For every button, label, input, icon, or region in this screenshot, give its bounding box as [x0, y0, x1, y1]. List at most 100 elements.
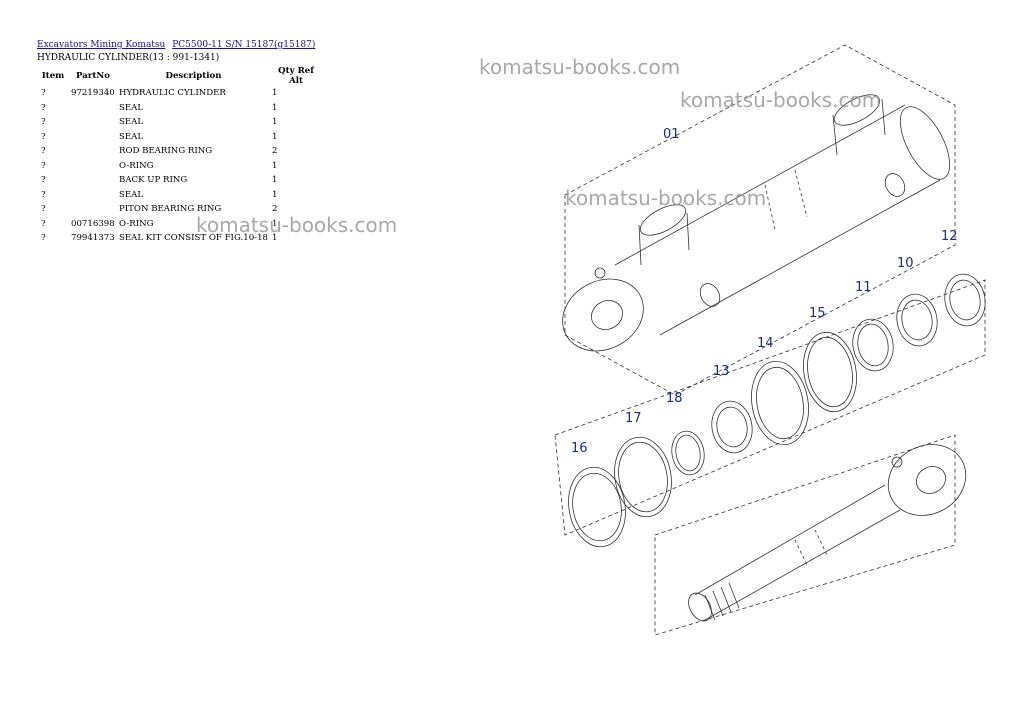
- diagram-label: 01: [663, 127, 680, 142]
- seal-ring-14: [751, 360, 809, 446]
- breadcrumb: Excavators Mining Komatsu PC5500-11 S/N …: [37, 40, 319, 50]
- diagram-label: 14: [757, 336, 774, 351]
- cell-description: SEAL: [119, 102, 144, 113]
- cell-partno: 97219340: [71, 88, 115, 99]
- seal-ring-11-inner: [857, 323, 889, 367]
- parts-table: Item PartNo Description Qty Ref Alt ?972…: [37, 66, 322, 246]
- cell-partno: [69, 130, 117, 145]
- rod-thread-end: [688, 592, 712, 622]
- watermark: komatsu-books.com: [479, 55, 681, 79]
- breadcrumb-link-category[interactable]: Excavators Mining Komatsu: [37, 40, 166, 50]
- cell-description: O-RING: [119, 160, 154, 171]
- diagram-label: 13: [713, 364, 730, 379]
- rod-grease-fitting: [891, 456, 903, 468]
- cell-partno: [69, 188, 117, 203]
- header-qty: Qty Ref Alt: [278, 66, 314, 86]
- table-row: ? O-RING 1: [37, 159, 322, 174]
- seal-ring-15: [803, 331, 857, 413]
- table-row: ? SEAL 1: [37, 115, 322, 130]
- port-boss-rear: [833, 94, 881, 126]
- side-port-front: [699, 283, 721, 307]
- cell-item: ?: [41, 117, 46, 128]
- cell-qty: 1: [272, 175, 278, 186]
- cell-item: ?: [41, 175, 46, 186]
- side-port-rear: [884, 173, 906, 197]
- rod-frame-line: [654, 434, 956, 636]
- cell-qty: 1: [272, 131, 278, 142]
- diagram-label: 18: [666, 391, 683, 406]
- cell-item: ?: [41, 88, 46, 99]
- port-boss-front: [639, 204, 687, 236]
- cell-description: PITON BEARING RING: [119, 204, 222, 215]
- breadcrumb-link-model[interactable]: PC5500-11 S/N 15187(g15187): [172, 40, 316, 50]
- seal-ring-15-inner: [807, 336, 853, 408]
- section-title: HYDRAULIC CYLINDER(13 : 991-1341): [37, 53, 220, 63]
- cell-qty: 1: [272, 102, 278, 113]
- header-description: Description: [165, 71, 222, 81]
- cell-description: SEAL: [119, 131, 144, 142]
- table-row: ? BACK UP RING 1: [37, 173, 322, 188]
- rod-thread: [704, 582, 740, 621]
- cell-description: SEAL KIT CONSIST OF FIG.10-18: [119, 233, 269, 244]
- cell-item: ?: [41, 102, 46, 113]
- cell-qty: 2: [272, 146, 278, 157]
- upper-frame-line: [564, 44, 956, 396]
- seal-ring-12-inner: [949, 279, 981, 321]
- cell-description: SEAL: [119, 189, 144, 200]
- diagram-label: 10: [897, 256, 914, 271]
- cell-description: SEAL: [119, 117, 144, 128]
- cell-qty: 2: [272, 204, 278, 215]
- cell-item: ?: [41, 160, 46, 171]
- seal-ring-16-inner: [572, 472, 622, 542]
- cell-qty: 1: [272, 233, 278, 244]
- header-item: Item: [41, 71, 65, 81]
- cylinder-tube-outline: [614, 104, 941, 336]
- diagram-label: 16: [571, 441, 588, 456]
- cell-qty: 1: [272, 218, 278, 229]
- seal-ring-13: [711, 400, 753, 454]
- seal-ring-18-inner: [675, 434, 701, 472]
- cell-item: ?: [41, 218, 46, 229]
- tube-break-line: [764, 169, 808, 231]
- watermark: komatsu-books.com: [196, 213, 398, 237]
- cell-qty: 1: [272, 117, 278, 128]
- cell-partno: [69, 202, 117, 217]
- port-boss-rear-sides: [832, 98, 886, 156]
- seal-ring-10-inner: [901, 299, 933, 341]
- cell-description: ROD BEARING RING: [119, 146, 213, 157]
- diagram-label: 11: [855, 280, 872, 295]
- seal-frame-line: [554, 279, 986, 536]
- port-boss-front-sides: [638, 212, 690, 266]
- cell-partno: 79941373: [71, 233, 115, 244]
- cell-partno: [69, 144, 117, 159]
- cylinder-end: [899, 106, 951, 180]
- cell-qty: 1: [272, 189, 278, 200]
- watermark: komatsu-books.com: [565, 186, 767, 210]
- seal-ring-16: [568, 466, 626, 548]
- seal-ring-13-inner: [716, 406, 748, 448]
- cell-item: ?: [41, 189, 46, 200]
- rod-break-line: [794, 529, 828, 566]
- cell-qty: 1: [272, 160, 278, 171]
- seal-ring-14-inner: [756, 366, 804, 440]
- diagram-label: 15: [809, 306, 826, 321]
- cell-partno: [69, 173, 117, 188]
- table-row: ? SEAL 1: [37, 101, 322, 116]
- seal-ring-12: [944, 273, 986, 327]
- table-row: ? SEAL 1: [37, 188, 322, 203]
- rod-eye-bore: [916, 466, 946, 494]
- seal-ring-17: [614, 436, 672, 518]
- rod-eye: [887, 444, 967, 516]
- diagram-label: 12: [941, 229, 958, 244]
- cell-item: ?: [41, 233, 46, 244]
- cell-description: HYDRAULIC CYLINDER: [119, 88, 226, 99]
- seal-ring-18: [671, 430, 705, 476]
- cell-description: O-RING: [119, 218, 154, 229]
- cell-description: BACK UP RING: [119, 175, 188, 186]
